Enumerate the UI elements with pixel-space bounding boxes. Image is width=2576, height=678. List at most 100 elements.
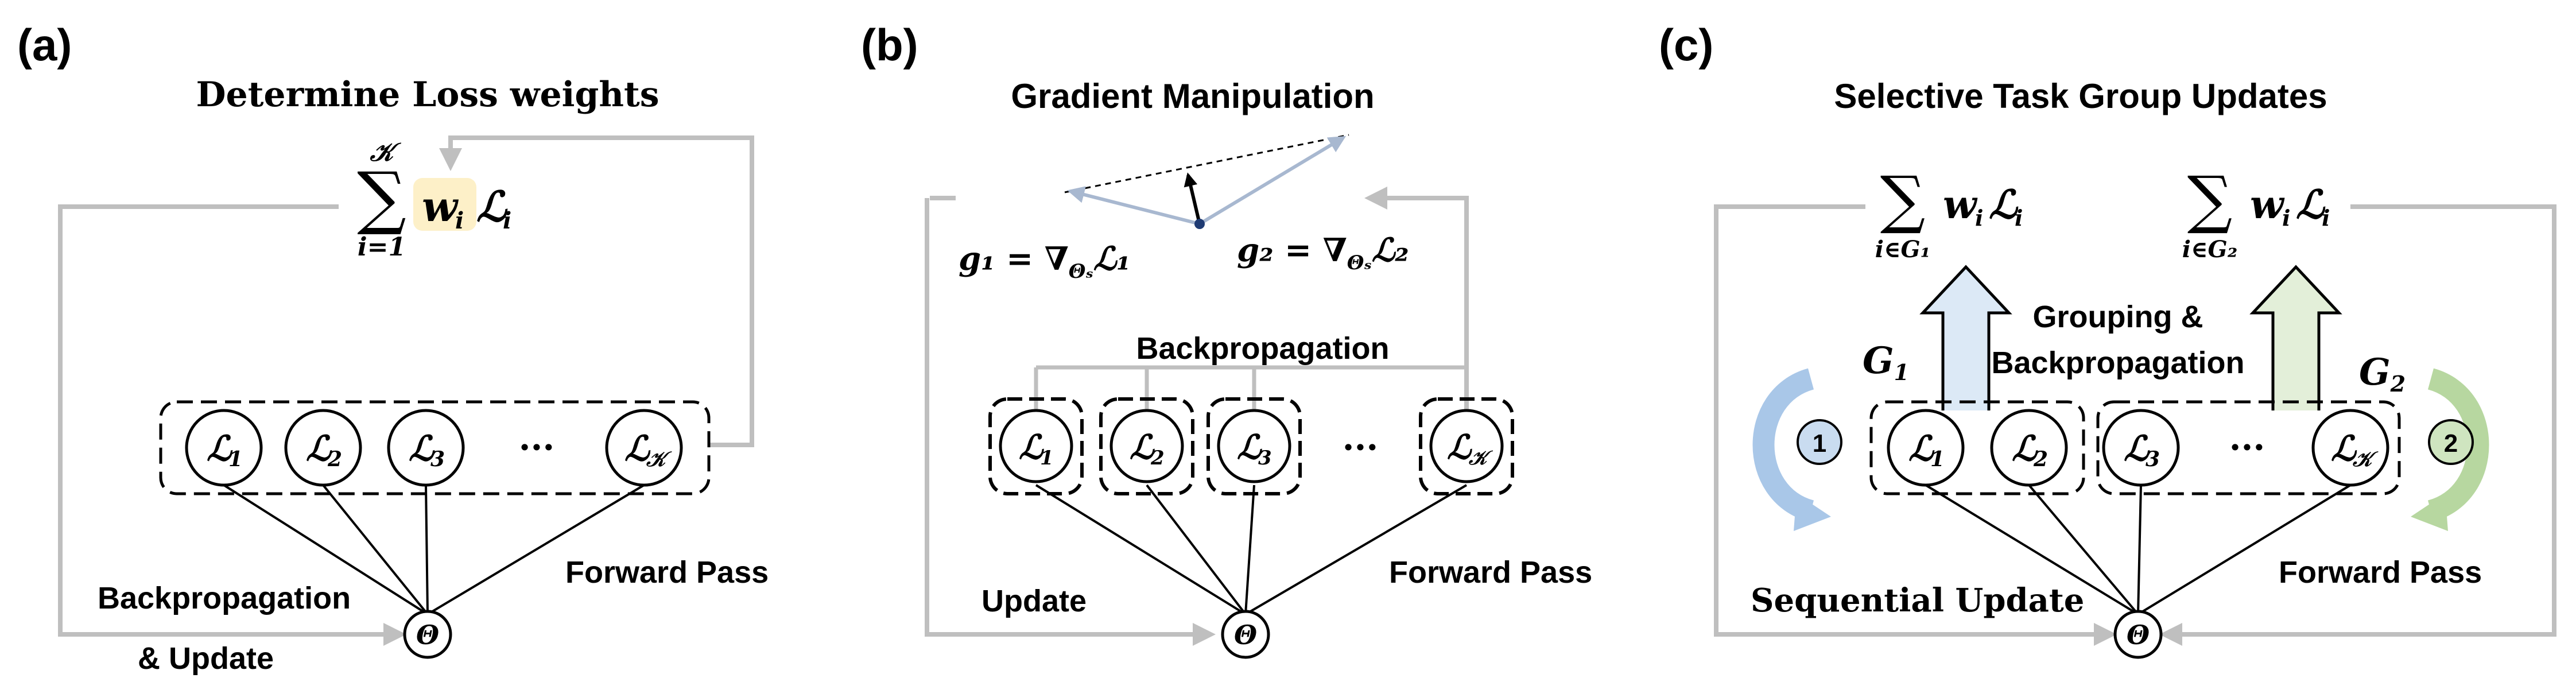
loss-node-subscript: 1 <box>1040 447 1054 470</box>
loss-node: ℒ 3 <box>387 409 465 487</box>
forward-pass-label: Forward Pass <box>565 555 769 590</box>
grouping-label-line2: Backpropagation <box>1991 346 2244 380</box>
edge-l3-theta <box>425 485 429 615</box>
loss-node-symbol: ℒ <box>1908 429 1935 469</box>
weight-highlight <box>413 178 476 231</box>
group2-loss: ℒ <box>2296 182 2326 228</box>
group2-box <box>2096 400 2401 495</box>
edge-l1-theta <box>1035 484 1247 615</box>
group2-weight: w <box>2250 182 2285 228</box>
gradient-dashed-line <box>1064 134 1349 193</box>
forward-pass-label: Forward Pass <box>2279 555 2482 590</box>
step2-number: 2 <box>2444 429 2458 458</box>
gradient-g1-vector <box>1067 186 1200 226</box>
group1-sum-symbol: ∑ <box>1880 162 1926 236</box>
panel-b-title: Gradient Manipulation <box>1011 77 1374 115</box>
weight-symbol: w <box>422 182 459 231</box>
edge-l2-theta <box>322 484 429 615</box>
loss-subscript: i <box>503 207 511 234</box>
sum-lower-limit: i=1 <box>358 233 406 262</box>
loss-symbol: ℒ <box>476 182 508 231</box>
panel-c-title: Selective Task Group Updates <box>1834 77 2327 115</box>
edge-l2-theta <box>2028 484 2139 615</box>
loss-node: ℒ 1 <box>988 397 1084 495</box>
group1-loss-sub: i <box>2015 205 2023 231</box>
loss-node: ℒ 1 <box>185 409 263 487</box>
backprop-label: Backpropagation <box>1136 331 1389 366</box>
group2-sum-lower: i∈G₂ <box>2182 236 2237 263</box>
step2-curved-arrow <box>2427 368 2489 522</box>
edge-lk-theta <box>426 484 645 615</box>
grouping-label-line1: Grouping & <box>2033 300 2203 334</box>
edge-lk-theta <box>1244 484 1468 615</box>
loss-node: ℒ 2 <box>284 409 362 487</box>
step2-badge <box>2428 419 2474 465</box>
loss-node-subscript: 2 <box>327 447 342 471</box>
loss-node-subscript: 1 <box>1930 447 1945 471</box>
group2-sum-symbol: ∑ <box>2187 162 2233 236</box>
loss-node-symbol: ℒ <box>2012 429 2038 469</box>
loss-node-symbol: ℒ <box>1019 428 1044 467</box>
panel-b: (b) Gradient Manipulation g₁ = ∇Θₛℒ₁ g₂ … <box>861 20 1592 659</box>
edge-l3-theta <box>1244 485 1255 615</box>
combined-gradient-vector <box>1184 172 1201 224</box>
group1-loss: ℒ <box>1989 182 2019 228</box>
theta-symbol: Θ <box>1234 619 1257 650</box>
edge-l2-theta <box>1146 484 1247 615</box>
step1-number: 1 <box>1813 429 1826 458</box>
panel-a-title: Determine Loss weights <box>196 75 659 115</box>
backprop-label: Backpropagation <box>98 581 351 615</box>
ellipsis: ··· <box>2229 428 2265 468</box>
group1-backprop-arrow <box>1919 265 2012 410</box>
loss-node-subscript: 3 <box>2146 447 2160 471</box>
step1-arrowhead <box>1794 494 1831 531</box>
backprop-return-arrow <box>1364 187 1469 410</box>
update-label: & Update <box>138 641 274 676</box>
loss-node-symbol: ℒ <box>624 429 651 469</box>
theta-symbol: Θ <box>416 619 439 650</box>
group1-sum-lower: i∈G₁ <box>1875 236 1930 263</box>
edge-l3-theta <box>2137 485 2142 615</box>
loss-node-symbol: ℒ <box>207 429 233 469</box>
edge-lk-theta <box>2137 484 2352 615</box>
panel-a: (a) Determine Loss weights 𝒦 ∑ i=1 w i ℒ… <box>17 20 769 676</box>
loss-node: ℒ 3 <box>1206 397 1302 495</box>
step2-arrowhead <box>2411 494 2448 531</box>
loss-node-symbol: ℒ <box>1447 428 1472 467</box>
g2-formula: g₂ = ∇Θₛℒ₂ <box>1237 231 1409 274</box>
loss-node-subscript: 1 <box>228 447 243 471</box>
backprop-update-arrow <box>58 204 406 646</box>
panel-c-label: (c) <box>1659 20 1713 70</box>
loss-node: ℒ 𝒦 <box>2311 409 2389 487</box>
loss-node-subscript: 2 <box>2033 447 2048 471</box>
ellipsis: ··· <box>1343 428 1379 468</box>
loss-node: ℒ 𝒦 <box>1419 397 1514 495</box>
loss-group-box <box>159 400 711 495</box>
group1-label: G1 <box>1863 339 1909 385</box>
panel-c: (c) Selective Task Group Updates ∑ i∈G₁ … <box>1659 20 2556 659</box>
panel-a-label: (a) <box>17 20 72 70</box>
loss-node-subscript: 3 <box>430 447 445 471</box>
sequential-update-label: Sequential Update <box>1751 582 2084 619</box>
loss-node-symbol: ℒ <box>2331 429 2357 469</box>
update-arrow <box>925 198 1216 646</box>
weight-update-arrow <box>439 135 754 447</box>
loss-node-symbol: ℒ <box>1130 428 1155 467</box>
group2-update-arrow <box>2159 204 2556 646</box>
ellipsis: ··· <box>519 428 555 468</box>
loss-node: ℒ 3 <box>2102 409 2180 487</box>
group1-weight-sub: i <box>1975 205 1983 231</box>
panel-b-label: (b) <box>861 20 918 70</box>
edge-l1-theta <box>223 484 429 615</box>
group2-backprop-arrow <box>2249 265 2342 410</box>
edge-l1-theta <box>1925 484 2139 615</box>
loss-node-symbol: ℒ <box>409 429 435 469</box>
loss-node-subscript: 2 <box>1150 447 1165 470</box>
forward-pass-label: Forward Pass <box>1389 555 1592 590</box>
group2-weight-sub: i <box>2282 205 2290 231</box>
step1-curved-arrow <box>1752 368 1815 522</box>
group1-update-arrow <box>1714 204 2117 646</box>
group2-loss-sub: i <box>2322 205 2330 231</box>
loss-node: ℒ 2 <box>1099 397 1194 495</box>
